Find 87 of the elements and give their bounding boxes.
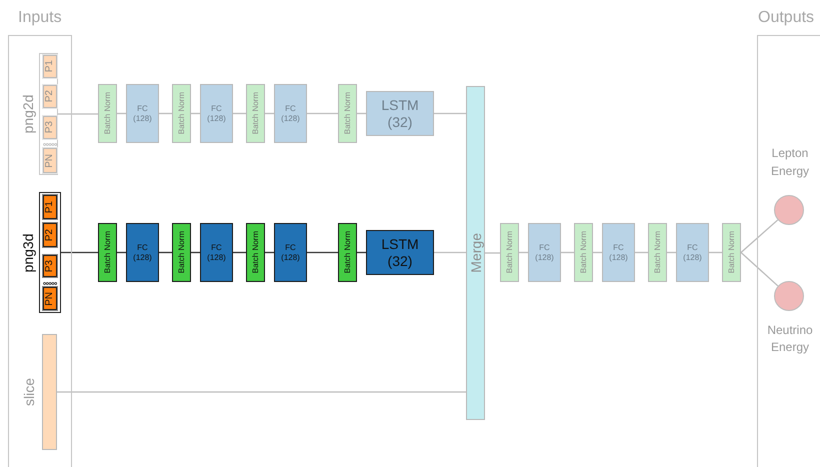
input-port <box>43 195 57 219</box>
connector-line <box>159 252 172 254</box>
port-label: PN <box>45 292 55 306</box>
port-label: P3 <box>45 121 55 134</box>
output-label: Lepton Energy <box>770 145 810 180</box>
layer-label: Batch Norm <box>344 231 352 274</box>
port-label: P2 <box>45 90 55 103</box>
layer-label: FC (128) <box>132 242 153 262</box>
batch-norm-layer <box>500 223 519 282</box>
dense-layer <box>274 223 307 282</box>
panel-title: Inputs <box>18 9 62 27</box>
lstm-layer <box>366 230 434 275</box>
layer-label: FC (128) <box>280 242 301 262</box>
connector-line <box>635 252 648 254</box>
batch-norm-layer <box>722 223 741 282</box>
lstm-layer <box>366 91 434 136</box>
input-port <box>43 55 57 78</box>
connector-line <box>740 219 778 253</box>
input-port <box>43 255 57 277</box>
layer-label: FC (128) <box>682 242 703 262</box>
layer-label: Batch Norm <box>178 231 186 274</box>
input-port <box>43 85 57 108</box>
layer-label: FC (128) <box>132 104 153 124</box>
connector-line <box>233 252 246 254</box>
layer-label: Batch Norm <box>252 231 260 274</box>
connector-line <box>233 112 246 114</box>
port-label: P1 <box>45 200 55 214</box>
port-label: P2 <box>45 228 55 242</box>
batch-norm-layer <box>246 84 265 143</box>
connector-line <box>57 391 466 393</box>
layer-label: Batch Norm <box>178 92 186 135</box>
batch-norm-layer <box>172 84 191 143</box>
dense-layer <box>200 223 233 282</box>
layer-label: Batch Norm <box>654 231 662 274</box>
merge-layer <box>466 86 485 420</box>
batch-norm-layer <box>98 84 117 143</box>
output-label: Neutrino Energy <box>766 322 814 356</box>
connector-line <box>561 252 574 254</box>
input-port <box>43 287 57 310</box>
input-label: png2d <box>21 94 35 134</box>
input-port <box>43 148 57 173</box>
port-label: PN <box>45 154 55 168</box>
layer-label: FC (128) <box>280 104 301 124</box>
batch-norm-layer <box>246 223 265 282</box>
layer-label: LSTM (32) <box>380 96 420 130</box>
layer-label: Batch Norm <box>344 92 352 135</box>
batch-norm-layer <box>574 223 593 282</box>
dense-layer <box>676 223 709 282</box>
connector-line <box>159 112 172 114</box>
connector-line <box>740 252 778 286</box>
layer-label: Batch Norm <box>506 231 514 274</box>
layer-label: Batch Norm <box>252 92 260 135</box>
panel-title: Outputs <box>758 9 814 27</box>
batch-norm-layer <box>98 223 117 282</box>
dense-layer <box>126 223 159 282</box>
port-label: P3 <box>45 260 55 272</box>
input-label: slice <box>22 378 36 406</box>
connector-line <box>434 252 466 254</box>
connector-line <box>434 112 466 114</box>
dense-layer <box>602 223 635 282</box>
layer-label: FC (128) <box>534 242 555 262</box>
layer-label: Batch Norm <box>104 92 112 135</box>
dense-layer <box>528 223 561 282</box>
batch-norm-layer <box>648 223 667 282</box>
input-port <box>43 116 57 139</box>
layer-label: FC (128) <box>608 242 629 262</box>
connector-line <box>709 252 722 254</box>
layer-label: Merge <box>468 233 482 273</box>
layer-label: FC (128) <box>206 104 227 124</box>
batch-norm-layer <box>338 223 357 282</box>
connector-line <box>307 112 338 114</box>
dense-layer <box>274 84 307 143</box>
batch-norm-layer <box>172 223 191 282</box>
connector-line <box>307 252 338 254</box>
connector-line <box>485 252 500 254</box>
dense-layer <box>126 84 159 143</box>
connector-line <box>58 113 98 115</box>
layer-label: Batch Norm <box>104 231 112 274</box>
input-label: png3d <box>21 233 35 272</box>
input-port <box>43 223 57 247</box>
dense-layer <box>200 84 233 143</box>
batch-norm-layer <box>338 84 357 143</box>
layer-label: Batch Norm <box>728 231 736 274</box>
layer-label: Batch Norm <box>580 231 588 274</box>
layer-label: LSTM (32) <box>380 236 420 270</box>
port-label: P1 <box>45 60 55 73</box>
layer-label: FC (128) <box>206 242 227 262</box>
